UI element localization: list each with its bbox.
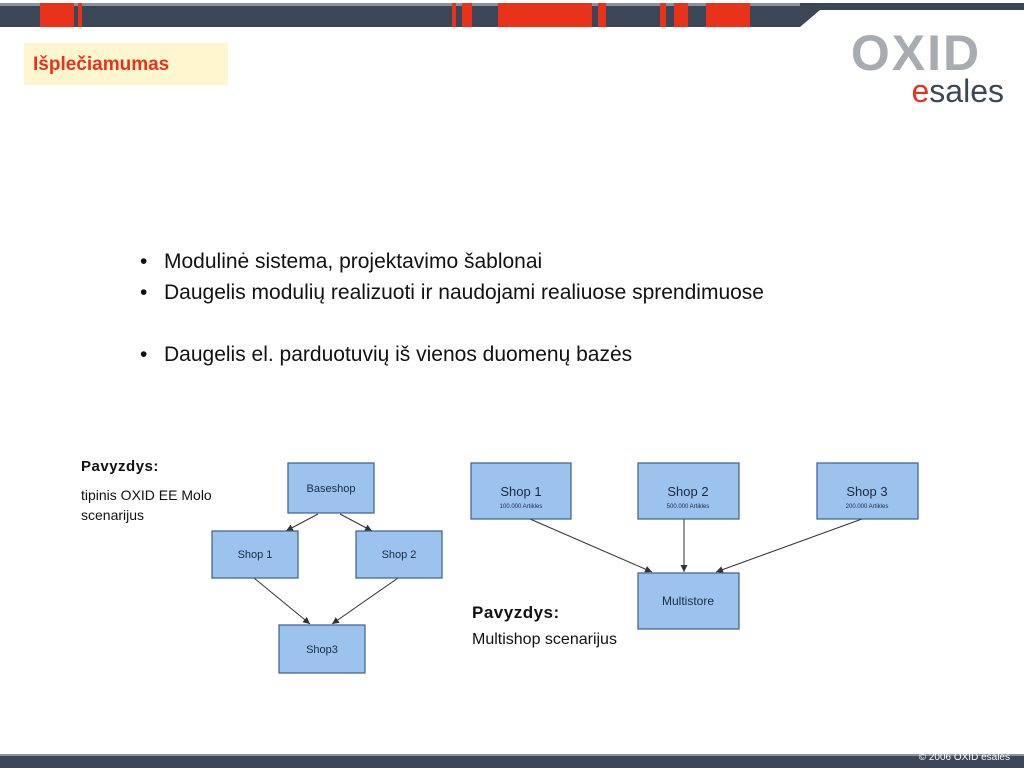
oxid-esales-logo: OXID esales [851,28,1005,108]
node-baseshop: Baseshop [287,462,375,514]
example-right-label: Pavyzdys: [472,603,560,622]
node-right-shop2: Shop 2 500.000 Artikles [637,462,740,520]
arrow-shop2-shop3 [331,577,399,625]
bullet-dot: • [140,250,148,273]
svg-text:Baseshop: Baseshop [307,483,356,495]
svg-text:500.000 Artikles: 500.000 Artikles [667,504,710,510]
node-right-shop1: Shop 1 100.000 Artikles [470,462,572,520]
logo-oxid: OXID [851,28,981,81]
slide-title: Išplečiamumas [33,54,170,75]
svg-text:200.000 Artikles: 200.000 Artikles [846,504,889,510]
bullet-item: • Modulinė sistema, projektavimo šablona… [140,246,940,277]
svg-text:Shop 3: Shop 3 [846,484,887,499]
svg-text:Multistore: Multistore [662,594,714,608]
bullet-text: Daugelis modulių realizuoti ir naudojami… [164,281,764,304]
bullet-item: • Daugelis el. parduotuvių iš vienos duo… [140,339,940,370]
bullet-dot: • [140,343,148,366]
shop-diagrams: Baseshop Shop 1 Shop 2 Shop3 Shop 1 100.… [211,462,919,674]
slide-title-box: Išplečiamumas [24,43,228,85]
svg-text:Shop 2: Shop 2 [667,484,708,499]
svg-text:Shop 2: Shop 2 [382,549,417,561]
example-left-desc-line1: tipinis OXID EE Molo [81,487,212,503]
right-diagram: Shop 1 100.000 Artikles Shop 2 500.000 A… [470,462,919,630]
arrow-baseshop-shop2 [339,513,373,532]
bullet-text: Modulinė sistema, projektavimo šablonai [164,250,543,273]
node-shop3: Shop3 [278,624,366,674]
bullet-text: Daugelis el. parduotuvių iš vienos duome… [164,343,633,366]
footer-bar [0,754,1024,768]
example-left-label: Pavyzdys: [81,458,159,475]
svg-text:Shop3: Shop3 [306,644,338,656]
left-diagram: Baseshop Shop 1 Shop 2 Shop3 [211,462,443,674]
bullet-item: • Daugelis modulių realizuoti ir naudoja… [140,277,940,308]
arrow-shop1-shop3 [253,577,311,625]
top-header-bar [0,0,1024,27]
svg-text:100.000 Artikles: 100.000 Artikles [500,504,543,510]
bullet-dot: • [140,281,148,304]
example-left-desc-line2: scenarijus [81,507,145,523]
arrow-rshop3-multistore [715,518,863,573]
example-right-desc: Multishop scenarijus [472,631,617,648]
arrow-baseshop-shop1 [285,513,319,532]
footer-copyright: © 2006 OXID esales [918,752,1010,763]
arrow-rshop1-multistore [529,518,653,573]
logo-esales: esales [912,73,1005,108]
svg-text:Shop 1: Shop 1 [238,549,273,561]
svg-text:Shop 1: Shop 1 [500,484,541,499]
bullet-list: • Modulinė sistema, projektavimo šablona… [140,246,940,370]
node-shop2: Shop 2 [355,530,443,579]
node-shop1: Shop 1 [211,530,299,579]
node-multistore: Multistore [637,572,740,630]
node-right-shop3: Shop 3 200.000 Artikles [816,462,919,520]
